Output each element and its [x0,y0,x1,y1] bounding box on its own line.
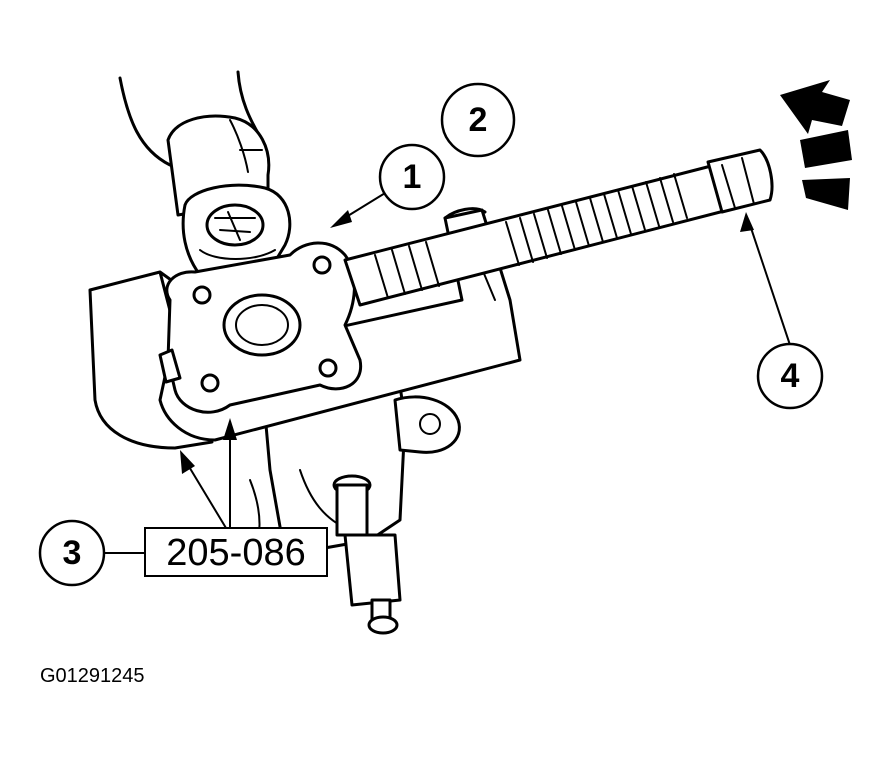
callout-3-label: 3 [63,534,82,572]
callout-3: 3 [38,519,106,587]
callout-4-label: 4 [781,357,800,395]
forcing-screw [343,148,774,307]
rotation-indicator-icon [780,80,852,210]
coupling-flange [158,241,363,414]
callout-1-label: 1 [403,158,422,196]
tool-number-box: 205-086 [144,527,328,577]
callout-4: 4 [756,342,824,410]
sector-shaft-bolt [332,474,402,635]
callout-2-label: 2 [469,101,488,139]
screw-hex-head [706,148,774,214]
leader-lines [104,189,791,554]
figure-id: G01291245 [40,665,145,687]
callout-2: 2 [440,82,516,158]
tool-number-label: 205-086 [166,532,305,574]
universal-joint [181,183,292,277]
callout-1: 1 [378,143,446,211]
screw-threads [374,173,688,299]
